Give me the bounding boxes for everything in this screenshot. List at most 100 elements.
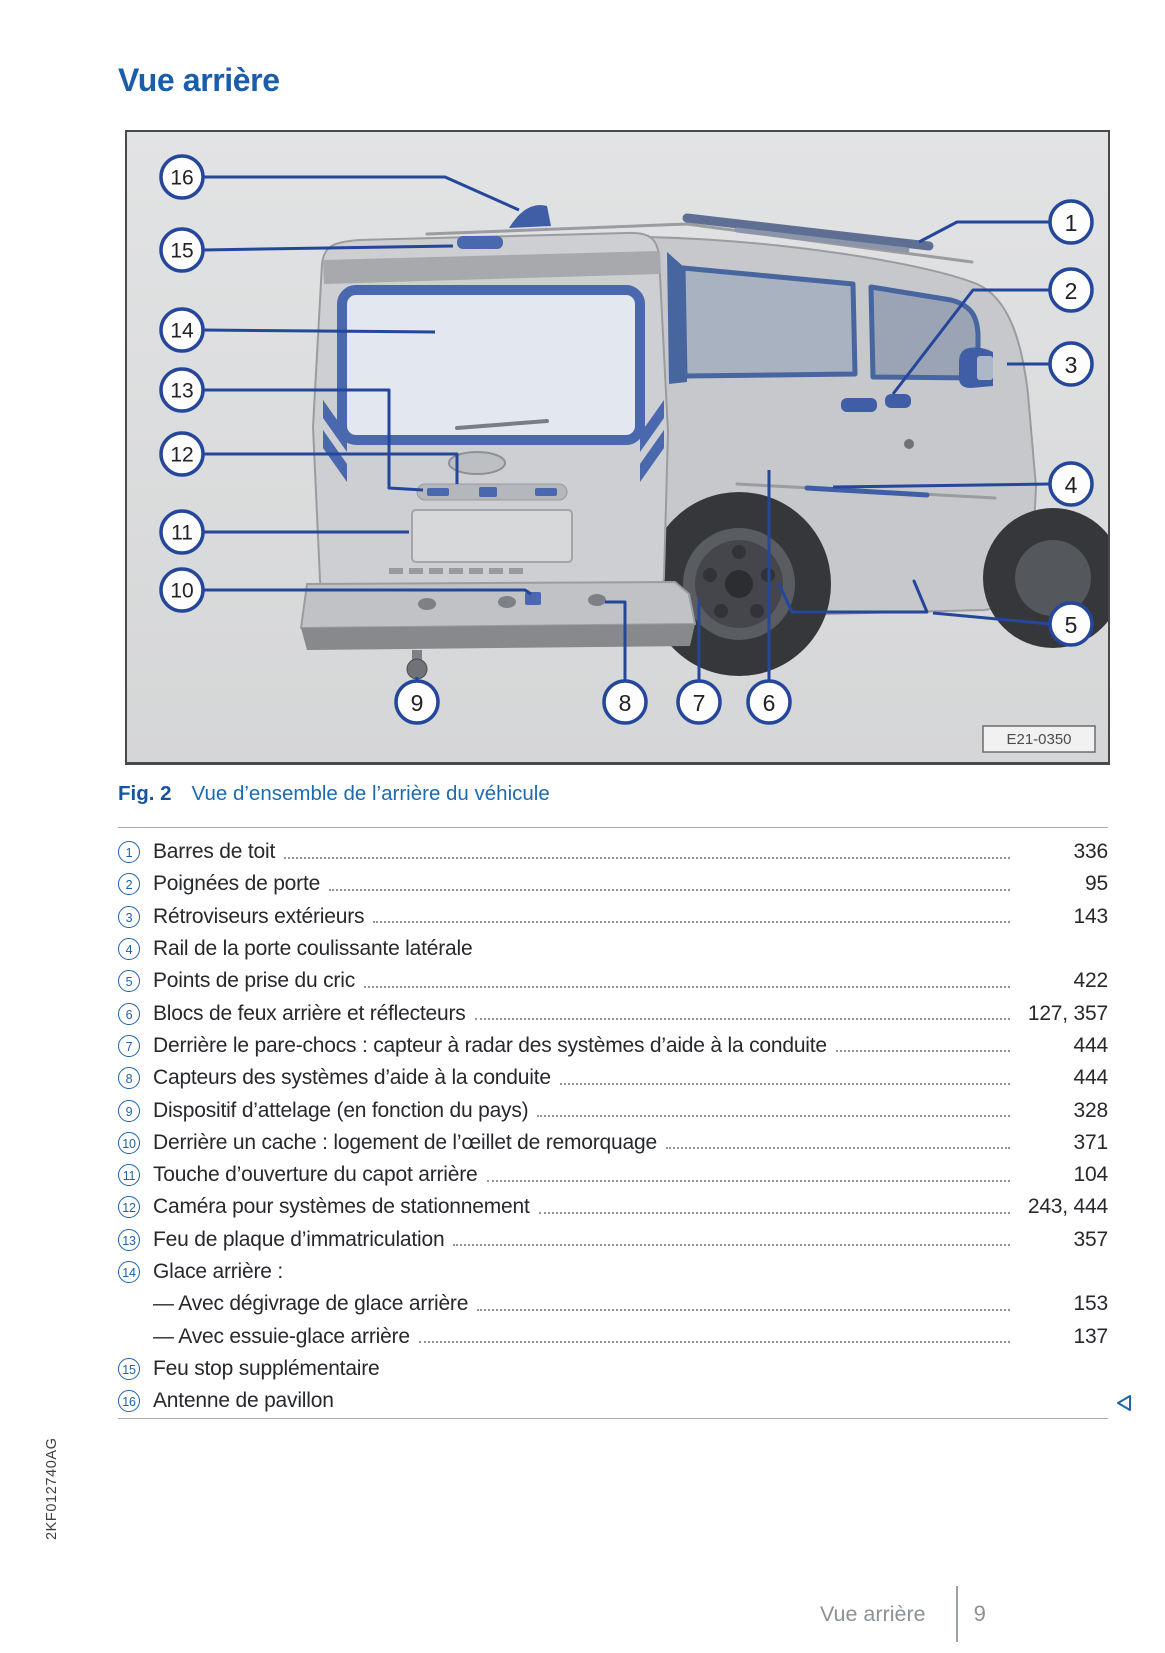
- leader-line-5: [932, 611, 1051, 626]
- dotted-leader: [284, 856, 1010, 859]
- leader-line-8: [605, 600, 627, 681]
- roof-antenna: [509, 205, 551, 228]
- legend-item-label: Rétroviseurs extérieurs: [153, 904, 365, 928]
- leader-line-16: [203, 175, 520, 212]
- legend-item-number: 4: [118, 938, 140, 961]
- dotted-leader: [477, 1308, 1010, 1311]
- plate-light: [427, 488, 449, 496]
- svg-text:13: 13: [170, 380, 193, 403]
- legend-item-label: Derrière un cache : logement de l’œillet…: [153, 1130, 657, 1154]
- svg-text:12: 12: [170, 444, 193, 467]
- legend-item-label: Capteurs des systèmes d’aide à la condui…: [153, 1066, 551, 1090]
- legend-item-label: Poignées de porte: [153, 872, 321, 896]
- figure-callout-13: 13: [159, 367, 205, 413]
- dotted-leader: [835, 1050, 1010, 1053]
- legend-top-divider: [118, 827, 1108, 828]
- dotted-leader: [474, 1018, 1010, 1021]
- legend-row: 12 Caméra pour systèmes de stationnement 2…: [118, 1191, 1108, 1223]
- rear-wiper: [455, 419, 549, 430]
- leader-line-1: [918, 220, 1050, 244]
- svg-text:1: 1: [1065, 210, 1078, 236]
- legend-item-number: 8: [118, 1067, 140, 1090]
- figure-callout-7: 7: [676, 679, 722, 725]
- dotted-leader: [364, 985, 1010, 988]
- legend-item-number: 5: [118, 970, 140, 993]
- svg-text:6: 6: [763, 690, 776, 716]
- page-title: Vue arrière: [118, 62, 280, 98]
- legend-item-number: 12: [118, 1196, 140, 1219]
- legend-item-pages: 357: [1073, 1227, 1109, 1251]
- legend-item-label: — Avec dégivrage de glace arrière: [153, 1292, 469, 1316]
- door-handle: [841, 398, 877, 412]
- svg-text:7: 7: [693, 690, 706, 716]
- legend-item-pages: 422: [1073, 969, 1109, 993]
- svg-text:10: 10: [170, 580, 193, 603]
- legend-item-number: 11: [118, 1164, 140, 1187]
- figure-callout-12: 12: [159, 431, 205, 477]
- page-footer: Vue arrière 9: [820, 1585, 1100, 1643]
- legend-item-label: Feu de plaque d’immatriculation: [153, 1227, 445, 1251]
- legend-item-number: 13: [118, 1228, 140, 1251]
- dotted-leader: [559, 1082, 1010, 1085]
- dotted-leader: [373, 921, 1010, 924]
- svg-text:16: 16: [170, 167, 193, 190]
- jack-points-bracket: [777, 579, 929, 614]
- figure-callout-11: 11: [159, 509, 205, 555]
- legend-sub-row: — Avec dégivrage de glace arrière 153: [118, 1288, 1108, 1320]
- figure-callout-2: 2: [1048, 267, 1094, 313]
- image-code: E21-0350: [1006, 731, 1071, 748]
- parking-sensor: [588, 594, 606, 606]
- svg-text:8: 8: [619, 690, 632, 716]
- legend-item-number: 15: [118, 1357, 140, 1380]
- legend-bottom-divider: [118, 1418, 1108, 1419]
- parking-sensor: [418, 598, 436, 610]
- figure-callout-3: 3: [1048, 341, 1094, 387]
- figure-callout-5: 5: [1048, 601, 1094, 647]
- tow-hitch-ball: [406, 658, 428, 680]
- leader-line-15: [202, 244, 454, 252]
- svg-text:3: 3: [1065, 352, 1078, 378]
- legend-item-pages: 328: [1073, 1098, 1109, 1122]
- high-stop-lamp: [457, 236, 503, 249]
- tow-eye-cover: [525, 592, 541, 605]
- svg-text:5: 5: [1065, 612, 1078, 638]
- dotted-leader: [329, 888, 1010, 891]
- dotted-leader: [538, 1211, 1010, 1214]
- model-lettering: [389, 568, 523, 574]
- svg-text:14: 14: [170, 320, 194, 343]
- legend-item-pages: 153: [1073, 1292, 1109, 1316]
- footer-section-title: Vue arrière: [820, 1601, 926, 1626]
- legend-item-number: 6: [118, 1002, 140, 1025]
- dotted-leader: [453, 1244, 1010, 1247]
- legend-item-number: 2: [118, 873, 140, 896]
- legend-item-label: Antenne de pavillon: [153, 1389, 334, 1413]
- svg-text:15: 15: [170, 240, 193, 263]
- leader-line-13: [203, 388, 424, 492]
- legend-item-label: Glace arrière :: [153, 1260, 284, 1283]
- legend-item-pages: 371: [1073, 1130, 1109, 1154]
- legend-row: 13 Feu de plaque d’immatriculation 357: [118, 1224, 1108, 1256]
- legend-item-label: Dispositif d’attelage (en fonction du pa…: [153, 1098, 529, 1122]
- footer-divider: [955, 1586, 958, 1642]
- image-code-box: E21-0350: [982, 725, 1096, 753]
- figure-callout-10: 10: [159, 567, 205, 613]
- legend-item-pages: 243, 444: [1027, 1195, 1108, 1219]
- leader-line-2: [891, 288, 1050, 395]
- brand-emblem: [448, 451, 506, 475]
- figure-callout-4: 4: [1048, 461, 1094, 507]
- svg-text:2: 2: [1065, 278, 1078, 304]
- legend-item-label: Caméra pour systèmes de stationnement: [153, 1195, 530, 1219]
- door-handle: [885, 394, 911, 408]
- figure-callout-6: 6: [746, 679, 792, 725]
- figure-callout-8: 8: [602, 679, 648, 725]
